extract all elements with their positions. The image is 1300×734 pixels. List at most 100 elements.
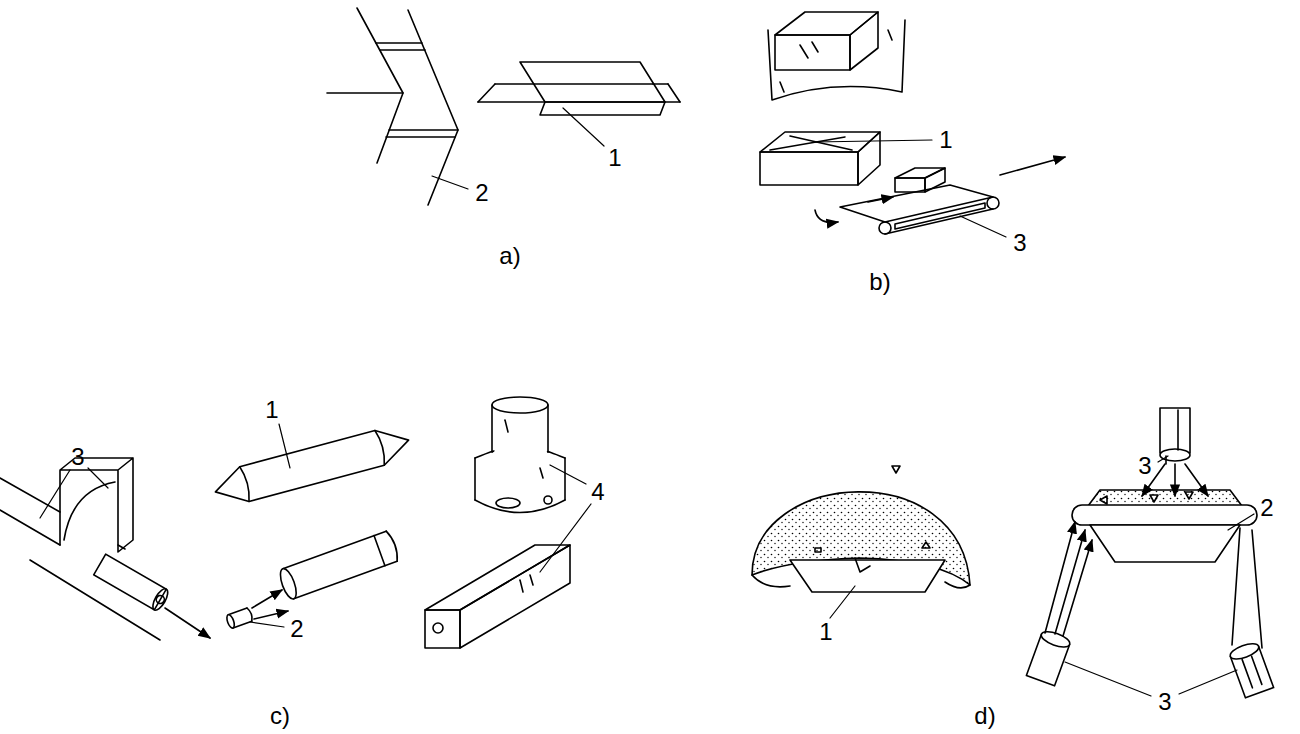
spray-nozzle	[1063, 540, 1092, 636]
conveyor	[879, 222, 891, 234]
prism-slab	[665, 101, 680, 103]
callout-number: 3	[1013, 231, 1026, 255]
callout-number: 3	[1158, 690, 1171, 714]
crystal-block	[775, 35, 850, 70]
prism-profile	[386, 136, 455, 138]
cylinder-blank	[252, 590, 282, 608]
conveyor	[868, 197, 893, 202]
stepped-part	[475, 451, 565, 458]
callout-number: 1	[939, 128, 952, 152]
pointed-rod	[240, 466, 252, 502]
cylinder-blank	[225, 607, 253, 629]
cylinder-blank	[254, 611, 288, 619]
callout-number: 1	[608, 146, 621, 170]
spray-nozzle	[1026, 408, 1273, 698]
cutting-machine	[0, 478, 60, 512]
cylinder-blank	[277, 567, 299, 601]
panel-label: d)	[974, 704, 995, 728]
cutting-machine	[0, 458, 210, 640]
spray-nozzle	[1160, 408, 1190, 453]
leader-line	[1179, 670, 1237, 694]
panel-label: b)	[869, 270, 890, 294]
tray	[790, 136, 852, 150]
stepped-part	[492, 397, 548, 413]
conveyor	[815, 210, 838, 223]
cylinder-blank	[283, 531, 397, 599]
spray-nozzle	[1055, 530, 1085, 634]
tray	[858, 132, 880, 185]
conveyor	[885, 209, 993, 234]
coated-tray	[1150, 495, 1158, 502]
prism-slab	[495, 83, 653, 85]
stepped-part	[564, 458, 566, 500]
leader-line	[540, 504, 591, 572]
coated-dome	[790, 560, 945, 592]
callout-number: 1	[265, 398, 278, 422]
leader-line	[88, 468, 108, 488]
cutting-machine	[60, 458, 133, 552]
leader-line	[432, 176, 468, 189]
square-rod	[520, 580, 523, 592]
leader-line	[815, 140, 932, 142]
stepped-part	[475, 397, 565, 513]
cylinder-blank	[225, 530, 400, 629]
crystal-block	[812, 42, 818, 52]
crystal-block	[850, 12, 878, 70]
tray	[760, 152, 858, 185]
conveyor	[1000, 157, 1065, 175]
cutting-machine	[64, 482, 115, 540]
cylinder-blank	[374, 536, 385, 566]
crystal-block	[775, 12, 878, 35]
cutting-machine	[94, 554, 171, 612]
cutting-machine	[155, 594, 166, 605]
pointed-rod	[211, 423, 414, 510]
spray-nozzle	[1026, 629, 1071, 686]
tray	[770, 137, 845, 150]
callout-number: 4	[591, 480, 604, 504]
spray-nozzle	[1252, 530, 1262, 648]
callout-number: 2	[475, 181, 488, 205]
conveyor	[815, 157, 1065, 234]
pointed-rod	[375, 430, 387, 466]
cutting-machine	[0, 510, 60, 545]
coated-tray	[1185, 492, 1193, 499]
prism-profile	[376, 42, 422, 44]
spray-nozzle	[1174, 464, 1176, 496]
leader-line	[40, 470, 70, 518]
prism-profile	[327, 8, 458, 205]
stepped-part	[474, 458, 476, 500]
conveyor	[895, 178, 925, 192]
spray-nozzle	[1228, 641, 1273, 698]
prism-slab	[520, 62, 665, 102]
coated-tray	[1100, 496, 1107, 504]
illustration	[0, 8, 1274, 698]
spray-nozzle	[1228, 641, 1260, 663]
crystal-block	[888, 30, 892, 40]
leader-line	[960, 216, 1006, 237]
cutting-machine	[150, 587, 171, 613]
cylinder-blank	[277, 530, 400, 601]
crystal-block	[768, 12, 905, 100]
stepped-part	[540, 468, 543, 478]
prism-slab	[478, 62, 680, 115]
coated-dome	[922, 542, 930, 548]
leader-line	[1065, 662, 1151, 696]
prism-profile	[389, 129, 458, 131]
panel-label: c)	[270, 704, 290, 728]
leader-line	[1228, 514, 1254, 530]
spray-nozzle	[1185, 464, 1208, 496]
stepped-part	[496, 498, 520, 508]
stepped-part	[544, 496, 552, 504]
coated-tray	[1072, 505, 1257, 525]
stepped-part	[505, 420, 508, 432]
conveyor	[840, 185, 993, 222]
leader-line	[830, 586, 855, 618]
prism-slab	[653, 83, 668, 85]
spray-nozzle	[1232, 528, 1240, 645]
panel-label: a)	[499, 244, 520, 268]
coated-tray	[1090, 525, 1240, 562]
prism-slab	[478, 101, 545, 103]
cylinder-blank	[247, 607, 254, 621]
leader-line	[279, 424, 290, 468]
